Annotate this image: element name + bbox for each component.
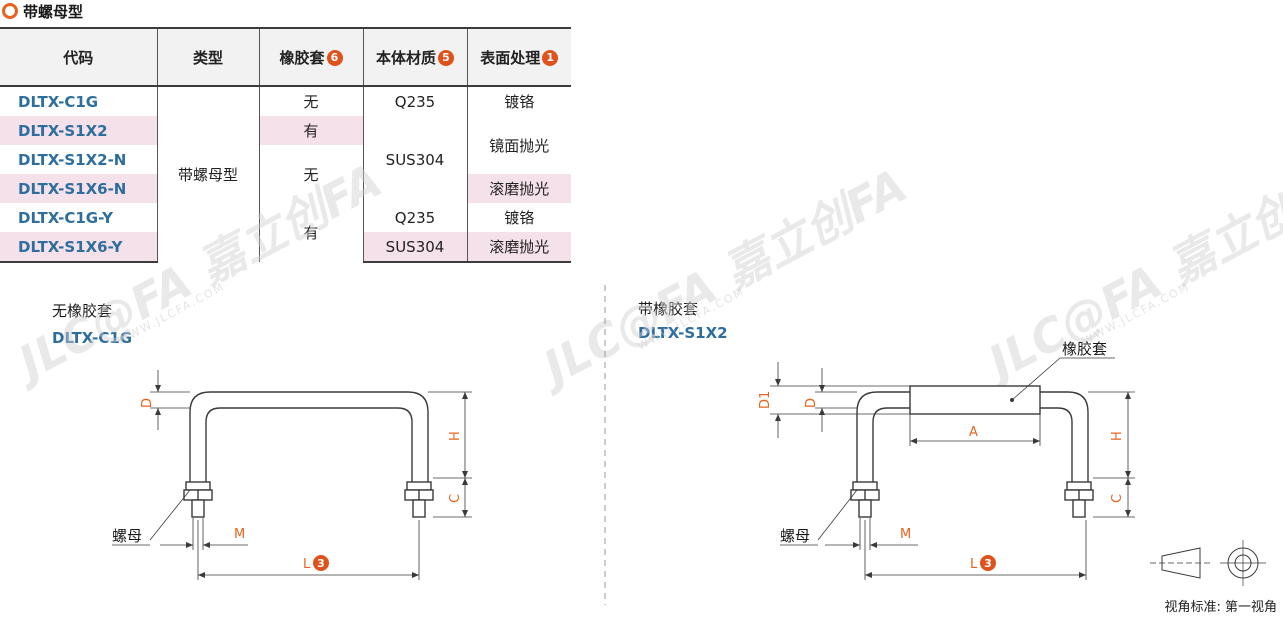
code-cell: DLTX-C1G-Y [18,208,113,227]
right-l-badge-text: 3 [984,557,992,570]
sleeve-callout: 橡胶套 [1062,340,1107,358]
right-arrowheads [775,379,1131,578]
left-drawing-code: DLTX-C1G [52,329,133,347]
surface-cell: 滚磨抛光 [466,232,571,263]
left-handle-outer [189,391,429,482]
sleeve-cell: 有 [258,203,363,262]
code-cell: DLTX-S1X2-N [18,150,127,169]
left-dimension-lines [149,370,472,580]
right-dim-c: C [1110,494,1125,503]
left-dim-h: H [448,431,463,441]
left-thread-2 [412,499,426,518]
left-nut-callout: 螺母 [112,527,142,545]
left-dim-l: L [303,557,311,572]
code-cell: DLTX-S1X6-N [0,174,157,203]
left-drawing-title: 无橡胶套 [52,302,113,320]
table-row: DLTX-S1X2 有 SUS304 镜面抛光 [0,116,571,203]
table-row: DLTX-C1G-Y 有 Q235 镀铬 [0,203,571,262]
badge-1: 1 [542,50,559,66]
right-nut-2-top [1066,481,1092,491]
right-l-badge [980,555,996,571]
table-row: DLTX-C1G 带螺母型 无 Q235 镀铬 [0,85,571,262]
table-row: DLTX-S1X2-N 无 [0,145,571,203]
badge-6: 6 [326,50,343,66]
section-title-text: 带螺母型 [23,2,84,21]
right-nut-callout: 螺母 [780,527,810,545]
view-standard-label: 视角标准: 第一视角 [1164,600,1277,615]
left-nut-1-top [185,481,211,491]
right-handle-drawing [850,385,1094,518]
right-dim-m: M [900,527,911,542]
watermark: JLC@FA 嘉立创FA WWW.JLCFA.COM JLC@FA 嘉立创FA … [3,153,1283,398]
watermark-text-right: JLC@FA 嘉立创FA [973,153,1283,393]
surface-cell: 镀铬 [466,85,571,116]
badge-5: 5 [438,50,454,66]
surface-cell: 镀铬 [466,203,571,232]
right-dim-d1: D1 [758,391,773,409]
left-dim-d: D [140,398,155,408]
section-title: 带螺母型 [2,1,83,21]
watermark-text-mid: JLC@FA 嘉立创FA [528,158,916,398]
left-arrowheads [155,385,468,578]
left-thread-1 [191,499,205,518]
right-drawing-code: DLTX-S1X2 [638,324,728,342]
left-handle-drawing [183,391,434,518]
material-cell: SUS304 [362,232,467,263]
code-cell: DLTX-S1X2 [0,116,157,145]
code-cell: DLTX-C1G [0,85,157,116]
material-cell: SUS304 [362,116,467,203]
sleeve-cell: 无 [258,145,363,203]
left-dim-c: C [448,494,463,503]
left-handle-inner [205,407,413,482]
sleeve-cell: 有 [258,116,363,145]
right-dim-l: L [970,557,978,572]
material-cell: Q235 [362,85,467,116]
left-dim-m: M [234,527,245,542]
left-l-badge-text: 3 [317,557,325,570]
right-nut-1-top [852,481,878,491]
type-cell: 带螺母型 [156,85,259,262]
surface-cell: 镜面抛光 [466,116,571,174]
rubber-sleeve [909,385,1041,415]
right-dim-a: A [969,425,978,440]
projection-symbol-icon [1150,540,1266,586]
left-nut-2-top [406,481,432,491]
table-row: DLTX-S1X6-Y SUS304 滚磨抛光 [0,232,571,263]
material-cell: Q235 [362,203,467,232]
circle-bullet-icon [2,3,18,19]
code-cell: DLTX-S1X6-Y [0,232,157,263]
right-dim-d: D [804,398,819,408]
sleeve-cell: 无 [258,85,363,116]
header-type: 类型 [156,27,259,87]
right-drawing-title: 带橡胶套 [638,300,699,318]
right-dim-h: H [1110,431,1125,441]
watermark-text-left: JLC@FA 嘉立创FA [3,153,391,393]
left-l-badge [313,555,329,571]
right-handle-inner [872,407,1073,482]
right-thread-2 [1072,499,1086,518]
surface-cell: 滚磨抛光 [466,174,571,203]
right-thread-1 [858,499,872,518]
table-row: DLTX-S1X6-N 滚磨抛光 [0,174,571,203]
header-code: 代码 [0,27,157,87]
